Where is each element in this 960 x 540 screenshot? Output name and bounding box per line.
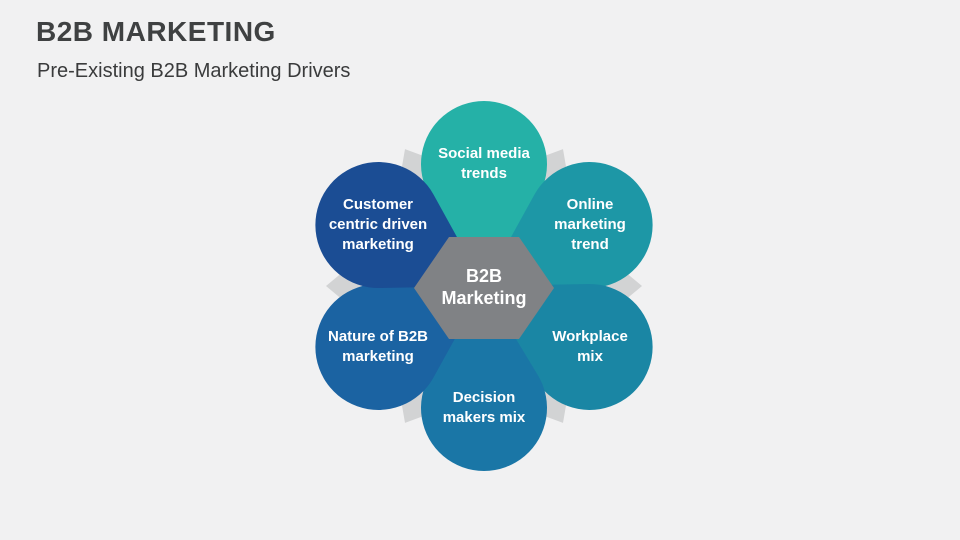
- page-subtitle: Pre-Existing B2B Marketing Drivers: [37, 60, 351, 82]
- petal-social-media-trends[interactable]: [421, 101, 547, 286]
- petal-decision-makers-mix[interactable]: [421, 286, 547, 471]
- hexagon-shape[interactable]: [414, 237, 554, 339]
- page-title: B2B MARKETING: [36, 16, 276, 47]
